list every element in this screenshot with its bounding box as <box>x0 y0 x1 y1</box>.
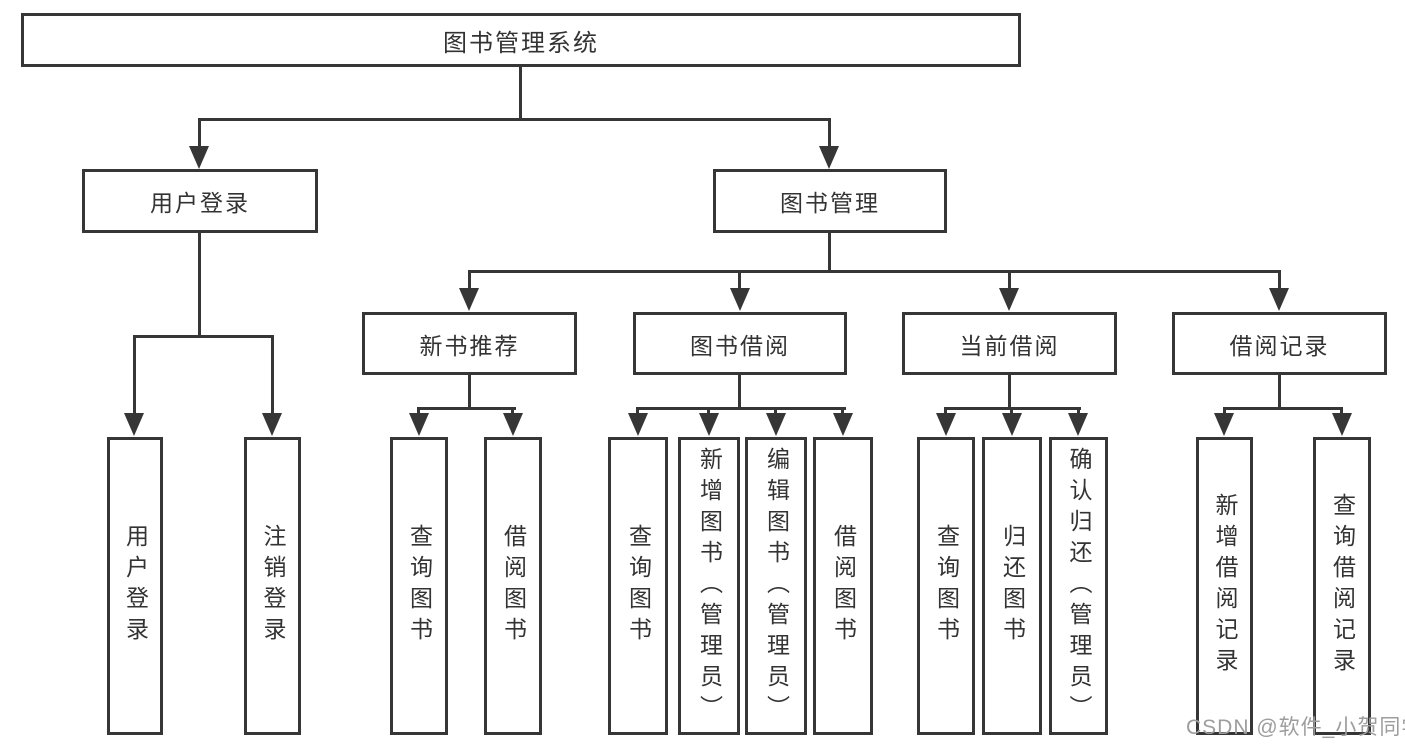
leaf-query-book-3: 查询图书 <box>917 437 975 735</box>
leaf-label: 查询图书 <box>625 524 652 648</box>
leaf-query-book-1: 查询图书 <box>390 437 448 735</box>
connector-line <box>1340 407 1343 415</box>
connector-line <box>133 335 274 338</box>
arrow-down-icon <box>1269 288 1289 311</box>
arrow-down-icon <box>628 413 648 436</box>
leaf-label: 新增图书（管理员） <box>696 446 723 726</box>
connector-line <box>198 118 831 121</box>
connector-line <box>1223 407 1343 410</box>
leaf-label: 用户登录 <box>122 524 149 648</box>
connector-line <box>944 407 947 415</box>
arrow-down-icon <box>730 288 750 311</box>
node-new-book-recommend: 新书推荐 <box>362 312 577 375</box>
leaf-label: 借阅图书 <box>830 524 857 648</box>
connector-line <box>417 407 516 410</box>
leaf-label: 新增借阅记录 <box>1212 493 1238 679</box>
arrow-down-icon <box>503 413 523 436</box>
arrow-down-icon <box>1214 413 1234 436</box>
connector-line <box>738 375 741 407</box>
node-library-system: 图书管理系统 <box>21 13 1021 67</box>
leaf-return-book: 归还图书 <box>982 437 1042 735</box>
arrow-down-icon <box>1332 413 1352 436</box>
arrow-down-icon <box>409 413 429 436</box>
arrow-down-icon <box>833 413 853 436</box>
connector-line <box>468 375 471 407</box>
arrow-down-icon <box>124 413 144 436</box>
leaf-add-borrow-record: 新增借阅记录 <box>1196 437 1253 735</box>
leaf-label: 确认归还（管理员） <box>1066 446 1092 726</box>
leaf-label: 查询图书 <box>933 524 960 648</box>
connector-line <box>271 335 274 415</box>
leaf-confirm-return-admin: 确认归还（管理员） <box>1049 437 1108 735</box>
leaf-query-borrow-record: 查询借阅记录 <box>1313 437 1371 735</box>
leaf-label: 归还图书 <box>999 524 1026 648</box>
connector-line <box>417 407 420 415</box>
node-book-borrow: 图书借阅 <box>633 312 847 375</box>
node-borrow-records: 借阅记录 <box>1172 312 1387 375</box>
connector-line <box>841 407 844 415</box>
leaf-edit-book-admin: 编辑图书（管理员） <box>745 437 807 735</box>
arrow-down-icon <box>262 413 282 436</box>
arrow-down-icon <box>189 146 209 169</box>
leaf-label: 编辑图书（管理员） <box>763 446 790 726</box>
leaf-add-book-admin: 新增图书（管理员） <box>678 437 740 735</box>
connector-line <box>468 270 471 290</box>
connector-line <box>1278 375 1281 407</box>
arrow-down-icon <box>459 288 479 311</box>
node-book-management: 图书管理 <box>713 169 947 233</box>
leaf-label: 借阅图书 <box>500 524 527 648</box>
leaf-borrow-book-2: 借阅图书 <box>813 437 873 735</box>
connector-line <box>511 407 514 415</box>
arrow-down-icon <box>999 288 1019 311</box>
leaf-label: 查询借阅记录 <box>1329 493 1356 679</box>
connector-line <box>198 233 201 335</box>
node-user-login: 用户登录 <box>82 169 318 233</box>
arrow-down-icon <box>699 413 719 436</box>
leaf-borrow-book-1: 借阅图书 <box>484 437 542 735</box>
connector-line <box>636 407 639 415</box>
connector-line <box>774 407 777 415</box>
arrow-down-icon <box>936 413 956 436</box>
connector-line <box>1278 270 1281 290</box>
leaf-label: 查询图书 <box>406 524 433 648</box>
connector-line <box>133 335 136 415</box>
connector-line <box>1010 407 1013 415</box>
connector-line <box>198 118 201 148</box>
arrow-down-icon <box>1002 413 1022 436</box>
leaf-query-book-2: 查询图书 <box>608 437 668 735</box>
connector-line <box>707 407 710 415</box>
connector-line <box>828 118 831 148</box>
leaf-logout: 注销登录 <box>244 437 301 735</box>
arrow-down-icon <box>1068 413 1088 436</box>
csdn-watermark: CSDN @软件_小贺同学 <box>1186 716 1405 739</box>
node-current-borrow: 当前借阅 <box>902 312 1117 375</box>
connector-line <box>828 233 831 273</box>
connector-line <box>1223 407 1226 415</box>
connector-line <box>636 407 846 410</box>
arrow-down-icon <box>766 413 786 436</box>
connector-line <box>1008 375 1011 407</box>
arrow-down-icon <box>819 146 839 169</box>
leaf-label: 注销登录 <box>260 524 286 648</box>
connector-line <box>1008 270 1011 290</box>
connector-line <box>519 67 522 118</box>
connector-line <box>1077 407 1080 415</box>
leaf-user-login: 用户登录 <box>107 437 163 735</box>
connector-line <box>738 270 741 290</box>
connector-line <box>468 270 1281 273</box>
